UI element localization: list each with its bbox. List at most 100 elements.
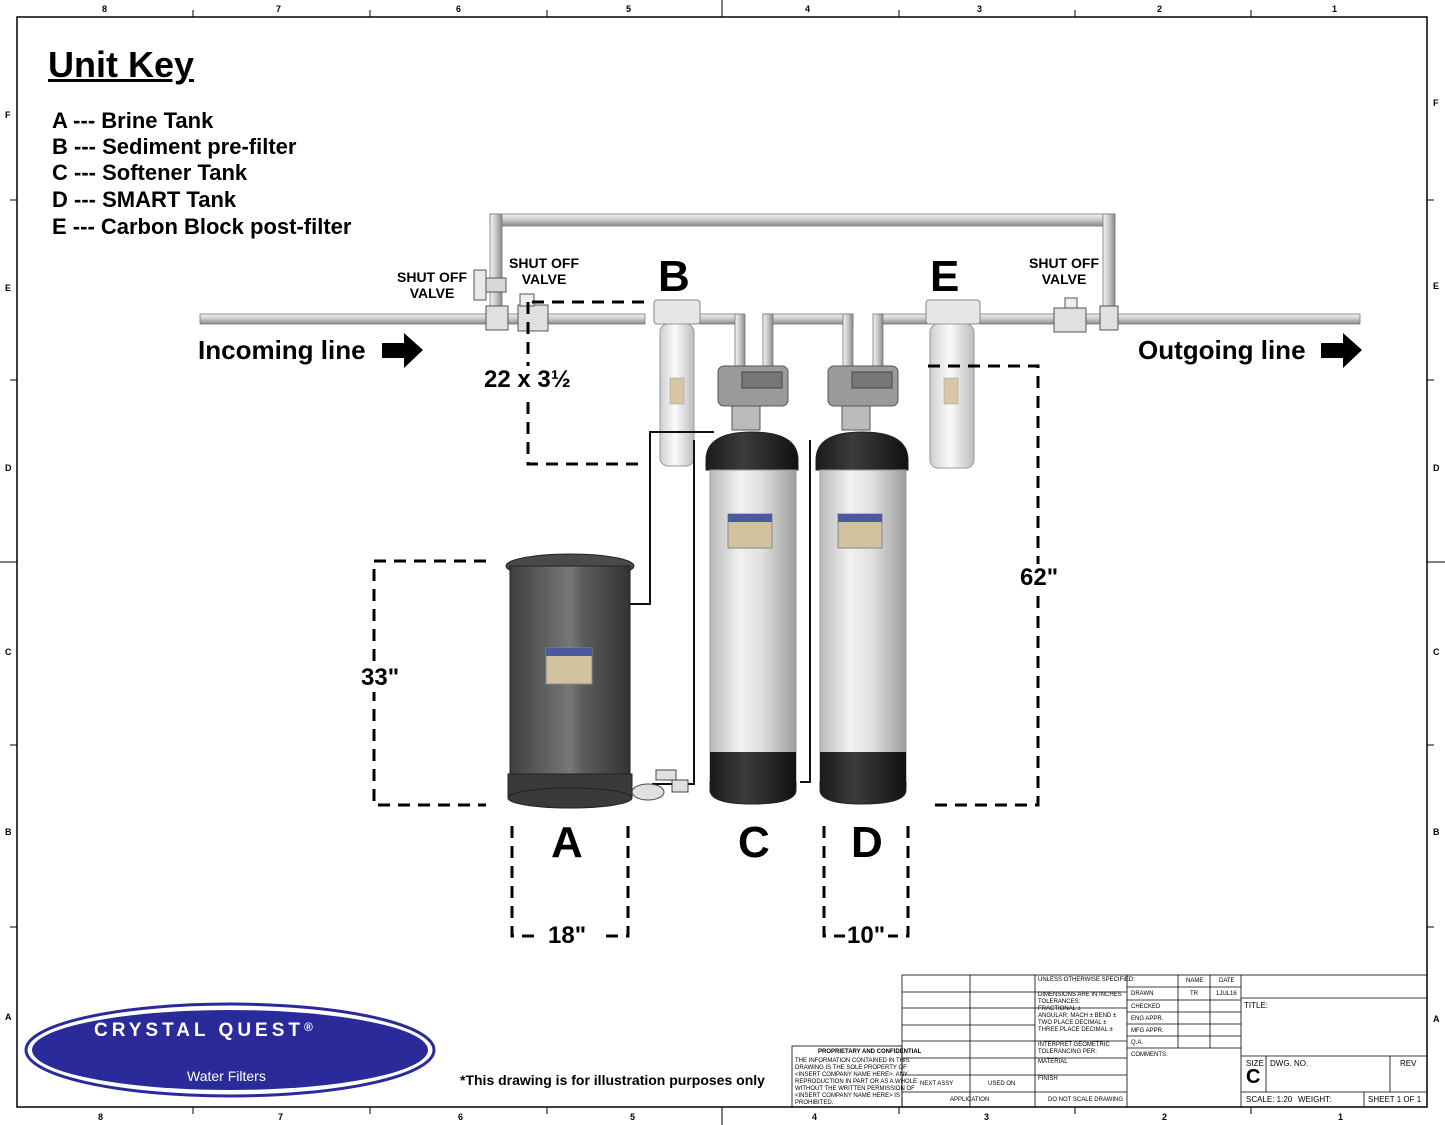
tb-rev: REV [1400,1059,1417,1068]
ruler-row-c-left: C [5,647,12,657]
tb-drawn-name: TR [1190,991,1198,997]
tb-sheet: SHEET 1 OF 1 [1368,1095,1422,1104]
ruler-col-8-bottom: 8 [98,1112,104,1122]
tb-next-assy: NEXT ASSY [920,1081,954,1087]
ruler-row-a-left: A [5,1012,12,1022]
incoming-arrow-icon [382,333,423,368]
outgoing-arrow-icon [1321,333,1362,368]
tb-proprietary-line7: PROHIBITED. [795,1100,834,1106]
label-d: D [851,818,883,867]
ruler-col-1-top: 1 [1332,4,1338,14]
ruler-col-3-bottom: 3 [984,1112,990,1122]
shut-off-valve-middle-label: SHUT OFF VALVE [509,255,579,287]
tb-two-place: TWO PLACE DECIMAL ± [1038,1020,1107,1026]
ruler-col-7-bottom: 7 [278,1112,284,1122]
crystal-quest-logo [24,1002,436,1098]
brine-height-dimension: 33" [359,664,402,692]
ruler-col-7-top: 7 [276,4,282,14]
ruler-row-c-right: C [1433,647,1440,657]
ruler-row-b-left: B [5,827,12,837]
tank-height-dimension: 62" [1018,564,1061,592]
tb-do-not-scale: DO NOT SCALE DRAWING [1048,1097,1124,1103]
outgoing-line-label: Outgoing line [1138,335,1306,365]
key-item-d: D --- SMART Tank [52,187,237,212]
ruler-row-f-left: F [5,110,11,120]
tb-dwg-no: DWG. NO. [1270,1059,1309,1068]
ruler-row-e-right: E [1433,281,1440,291]
logo-wordmark: CRYSTAL QUEST® [94,1020,313,1041]
tb-tolerancing: TOLERANCING PER: [1038,1049,1097,1055]
ruler-row-b-right: B [1433,827,1440,837]
valve-right [1053,297,1087,333]
main-pipe [199,313,1361,375]
tb-fractional: FRACTIONAL ± [1038,1006,1081,1012]
tb-mfg-appr: MFG APPR. [1131,1028,1164,1034]
tb-material: MATERIAL [1038,1059,1068,1065]
tb-drawn-date: 1JUL16 [1216,991,1237,997]
unit-key-title: Unit Key [48,44,195,85]
valve-middle [517,293,549,332]
key-item-b: B --- Sediment pre-filter [52,134,297,159]
tb-drawn: DRAWN [1131,991,1154,997]
tb-finish: FINISH [1038,1076,1058,1082]
ruler-col-2-top: 2 [1157,4,1163,14]
incoming-line-label: Incoming line [198,335,366,365]
tb-checked: CHECKED [1131,1004,1161,1010]
ruler-row-e-left: E [5,283,12,293]
brine-tank-a [505,553,635,809]
carbon-postfilter-e [925,299,981,469]
shut-off-valve-left-label: SHUT OFF VALVE [397,269,467,301]
tb-proprietary-line5: WITHOUT THE WRITTEN PERMISSION OF [795,1086,915,1092]
label-b: B [658,252,690,301]
tb-proprietary-line3: <INSERT COMPANY NAME HERE>. ANY [795,1072,908,1078]
tb-proprietary-line6: <INSERT COMPANY NAME HERE> IS [795,1093,900,1099]
tb-date-header: DATE [1219,978,1235,984]
ruler-col-8-top: 8 [102,4,108,14]
tb-qa: Q.A. [1131,1040,1144,1046]
key-item-c: C --- Softener Tank [52,160,248,185]
tank-width-dimension: 10" [845,922,888,950]
tb-name-header: NAME [1186,978,1204,984]
smart-tank-d [815,365,909,805]
tb-used-on: USED ON [988,1081,1016,1087]
tb-proprietary-line2: DRAWING IS THE SOLE PROPERTY OF [795,1065,907,1071]
label-e: E [930,252,960,301]
drain-fitting [631,769,689,801]
ruler-row-a-right: A [1433,1014,1440,1024]
softener-tank-c [705,365,799,805]
key-item-e: E --- Carbon Block post-filter [52,214,352,239]
ruler-col-4-bottom: 4 [812,1112,818,1122]
bypass-pipe [489,213,1116,321]
tb-scale: SCALE: 1:20 [1246,1095,1293,1104]
key-item-a: A --- Brine Tank [52,108,214,133]
ruler-col-4-top: 4 [805,4,811,14]
ruler-col-5-bottom: 5 [630,1112,636,1122]
tb-proprietary-title: PROPRIETARY AND CONFIDENTIAL [818,1049,922,1055]
ruler-row-d-right: D [1433,463,1440,473]
disclaimer-note: *This drawing is for illustration purpos… [460,1072,765,1088]
tb-tolerances: TOLERANCES: [1038,999,1081,1005]
valve-right-elbow [1099,305,1119,331]
sediment-prefilter-b [653,299,701,467]
tb-interpret: INTERPRET GEOMETRIC [1038,1042,1110,1048]
tb-weight: WEIGHT: [1298,1095,1332,1104]
tb-size-value: C [1246,1066,1261,1088]
tb-eng-appr: ENG APPR. [1131,1016,1164,1022]
ruler-row-f-right: F [1433,98,1439,108]
ruler-col-3-top: 3 [977,4,983,14]
tb-unless: UNLESS OTHERWISE SPECIFIED: [1038,977,1135,983]
tb-size: SIZE [1246,1059,1264,1068]
tb-angular: ANGULAR: MACH ± BEND ± [1038,1013,1117,1019]
tb-application: APPLICATION [950,1097,990,1103]
label-a: A [551,818,583,867]
shut-off-valve-right-label: SHUT OFF VALVE [1029,255,1099,287]
brine-width-dimension: 18" [546,922,589,950]
logo-subtitle: Water Filters [187,1068,266,1084]
ruler-col-2-bottom: 2 [1162,1112,1168,1122]
ruler-col-1-bottom: 1 [1338,1112,1344,1122]
ruler-row-d-left: D [5,463,12,473]
tb-comments: COMMENTS: [1131,1052,1168,1058]
tb-title: TITLE: [1244,1001,1269,1010]
